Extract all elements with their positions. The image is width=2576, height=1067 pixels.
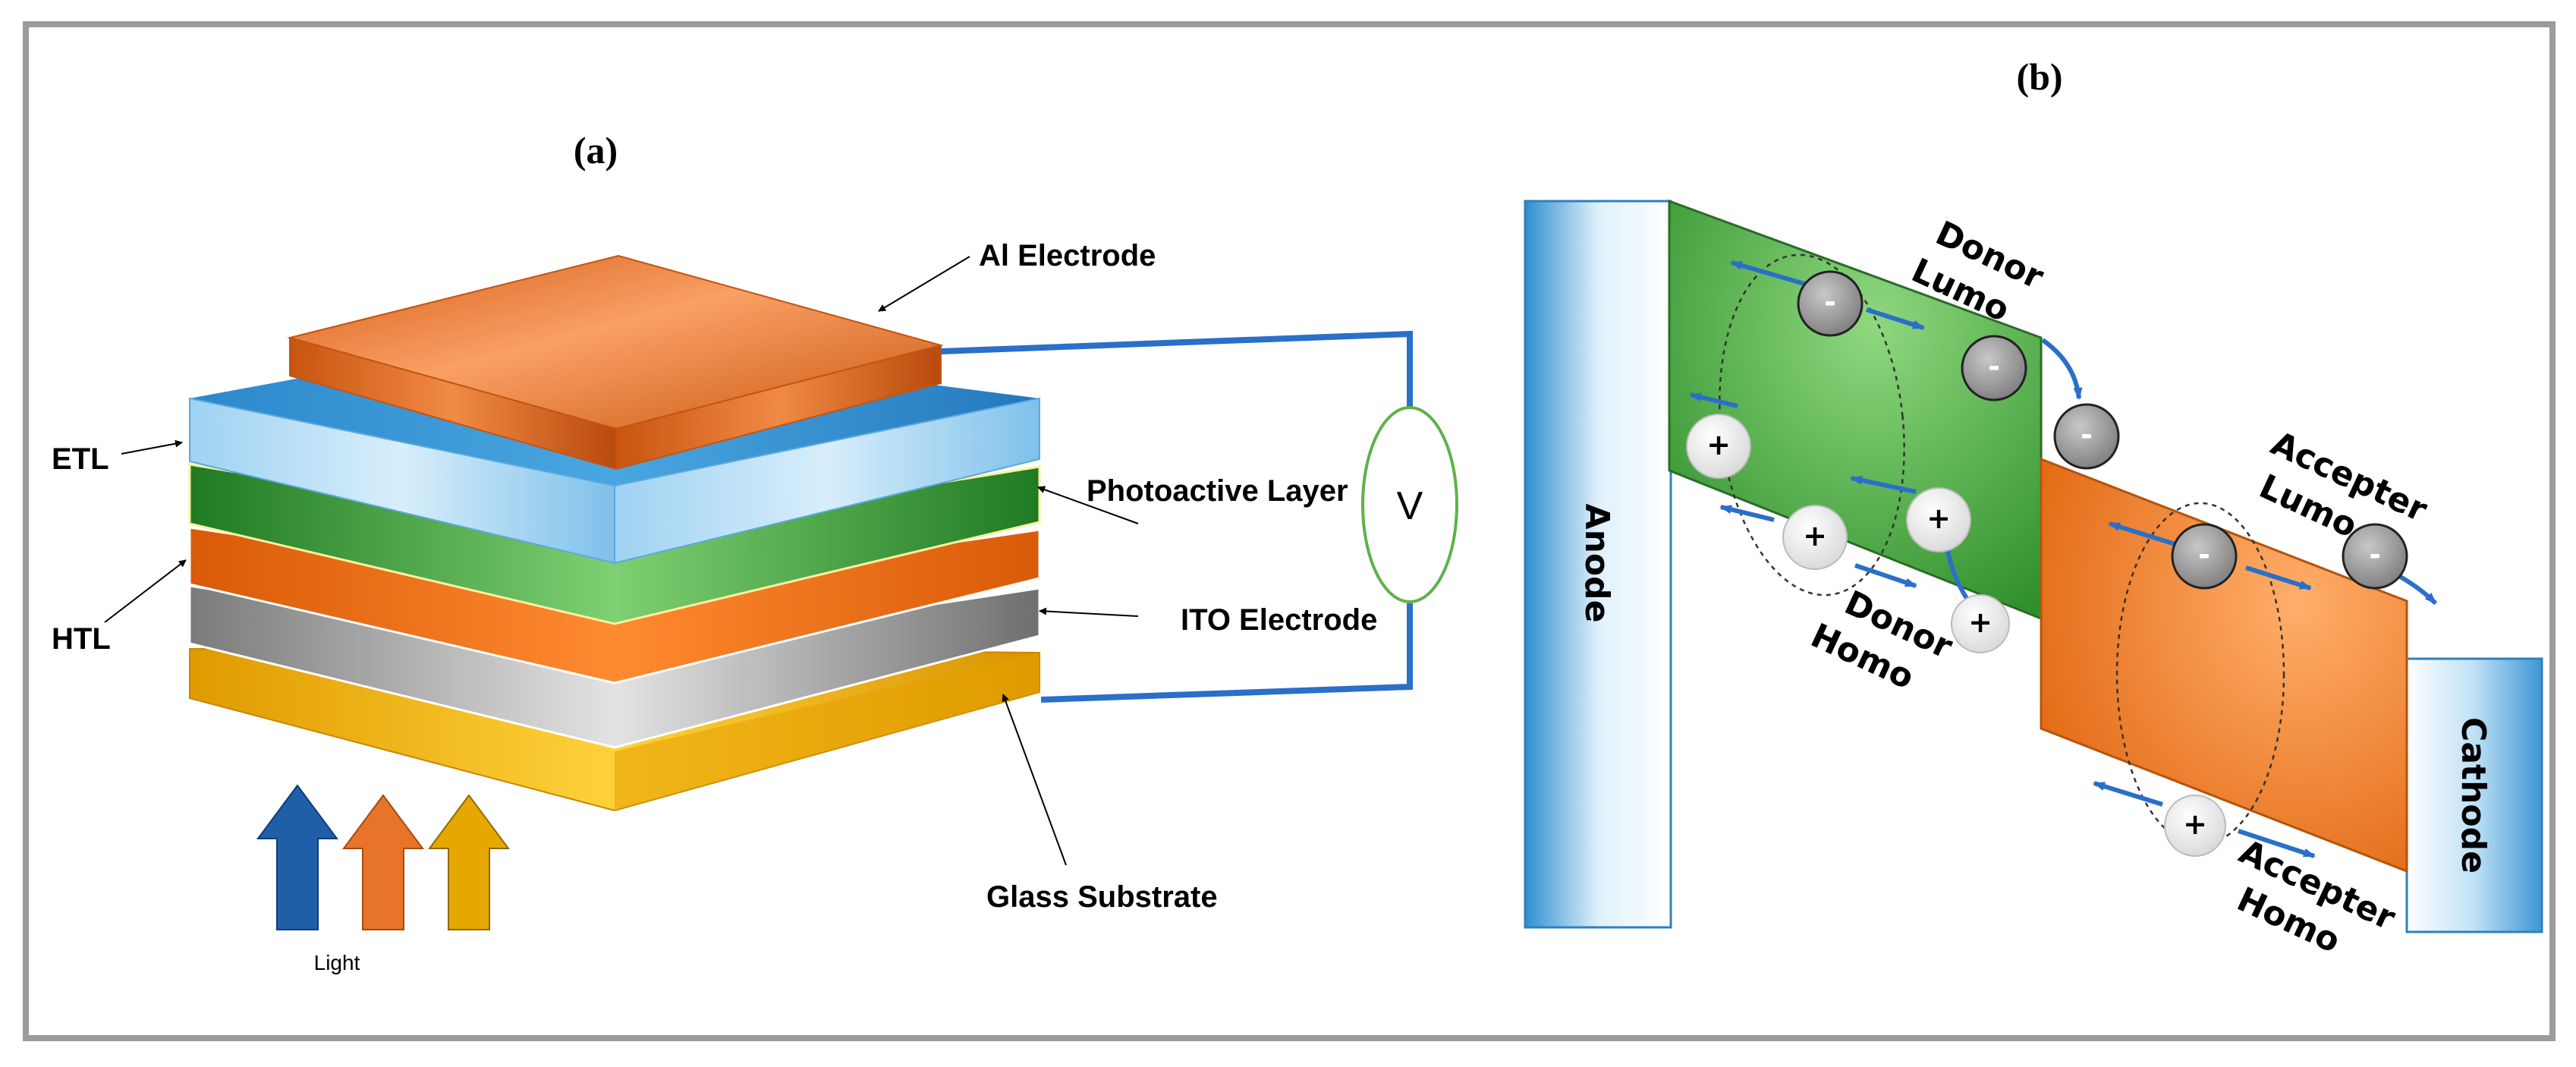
electrons: - - - - - [1797,270,2408,590]
svg-text:+: + [1706,428,1731,461]
electron-5: - [2342,523,2408,590]
svg-text:-: - [1824,285,1836,319]
htl-label: HTL [52,622,111,656]
accepter-exciton-ellipse [2115,502,2285,846]
figure-border [23,21,2556,1041]
panel-a: (a) [52,129,1458,974]
light-label: Light [314,951,360,974]
circuit: V [940,330,1458,703]
holes: + + + + + [1686,414,2226,857]
svg-text:-: - [1988,350,2000,383]
hole-2: + [1782,505,1848,570]
glass-substrate-label: Glass Substrate [986,880,1218,914]
anode-label: Anode [1577,504,1616,623]
svg-text:-: - [2198,538,2210,571]
photoactive-pointer [1037,486,1139,524]
etl-label: ETL [52,442,109,476]
light-arrow-blue-icon [256,784,338,930]
voltmeter [1361,406,1458,603]
circuit-wire-bottom [1040,603,1413,703]
hole-4: + [1951,594,2010,653]
svg-text:-: - [2369,538,2381,571]
panel-a-label: (a) [574,129,618,172]
electron-3: - [2053,403,2120,470]
panel-b-label: (b) [2016,55,2062,98]
circuit-wire-top [940,330,1413,408]
al-electrode-layer [287,254,944,471]
htl-pointer [104,559,187,623]
cathode-label: Cathode [2454,717,2493,873]
electron-2: - [1961,335,2027,401]
electron-1: - [1797,270,1864,337]
hole-5: + [2164,795,2226,857]
light-arrow-yellow-icon [428,794,510,930]
anode-electrode [1524,200,1672,929]
photoactive-label: Photoactive Layer [1087,474,1348,508]
light-arrow-orange-icon [342,794,424,930]
svg-text:+: + [1803,519,1827,552]
al-electrode-pointer [878,256,970,312]
svg-text:+: + [1926,502,1951,535]
voltmeter-label: V [1397,484,1423,528]
accepter-block [2040,457,2408,873]
hole-1: + [1686,414,1751,479]
al-electrode-label: Al Electrode [979,239,1156,272]
ito-pointer [1039,607,1139,617]
svg-text:+: + [2183,807,2207,841]
electron-4: - [2171,523,2238,590]
hole-3: + [1906,487,1971,552]
ito-label: ITO Electrode [1181,603,1377,637]
etl-pointer [121,439,183,455]
svg-text:-: - [2081,418,2093,452]
panel-b: (b) Anode Cathode [1524,55,2543,961]
svg-text:+: + [1968,606,1993,639]
charge-arrows [1689,260,2438,858]
light-arrows: Light [256,784,510,974]
glass-substrate-pointer [1002,694,1067,866]
